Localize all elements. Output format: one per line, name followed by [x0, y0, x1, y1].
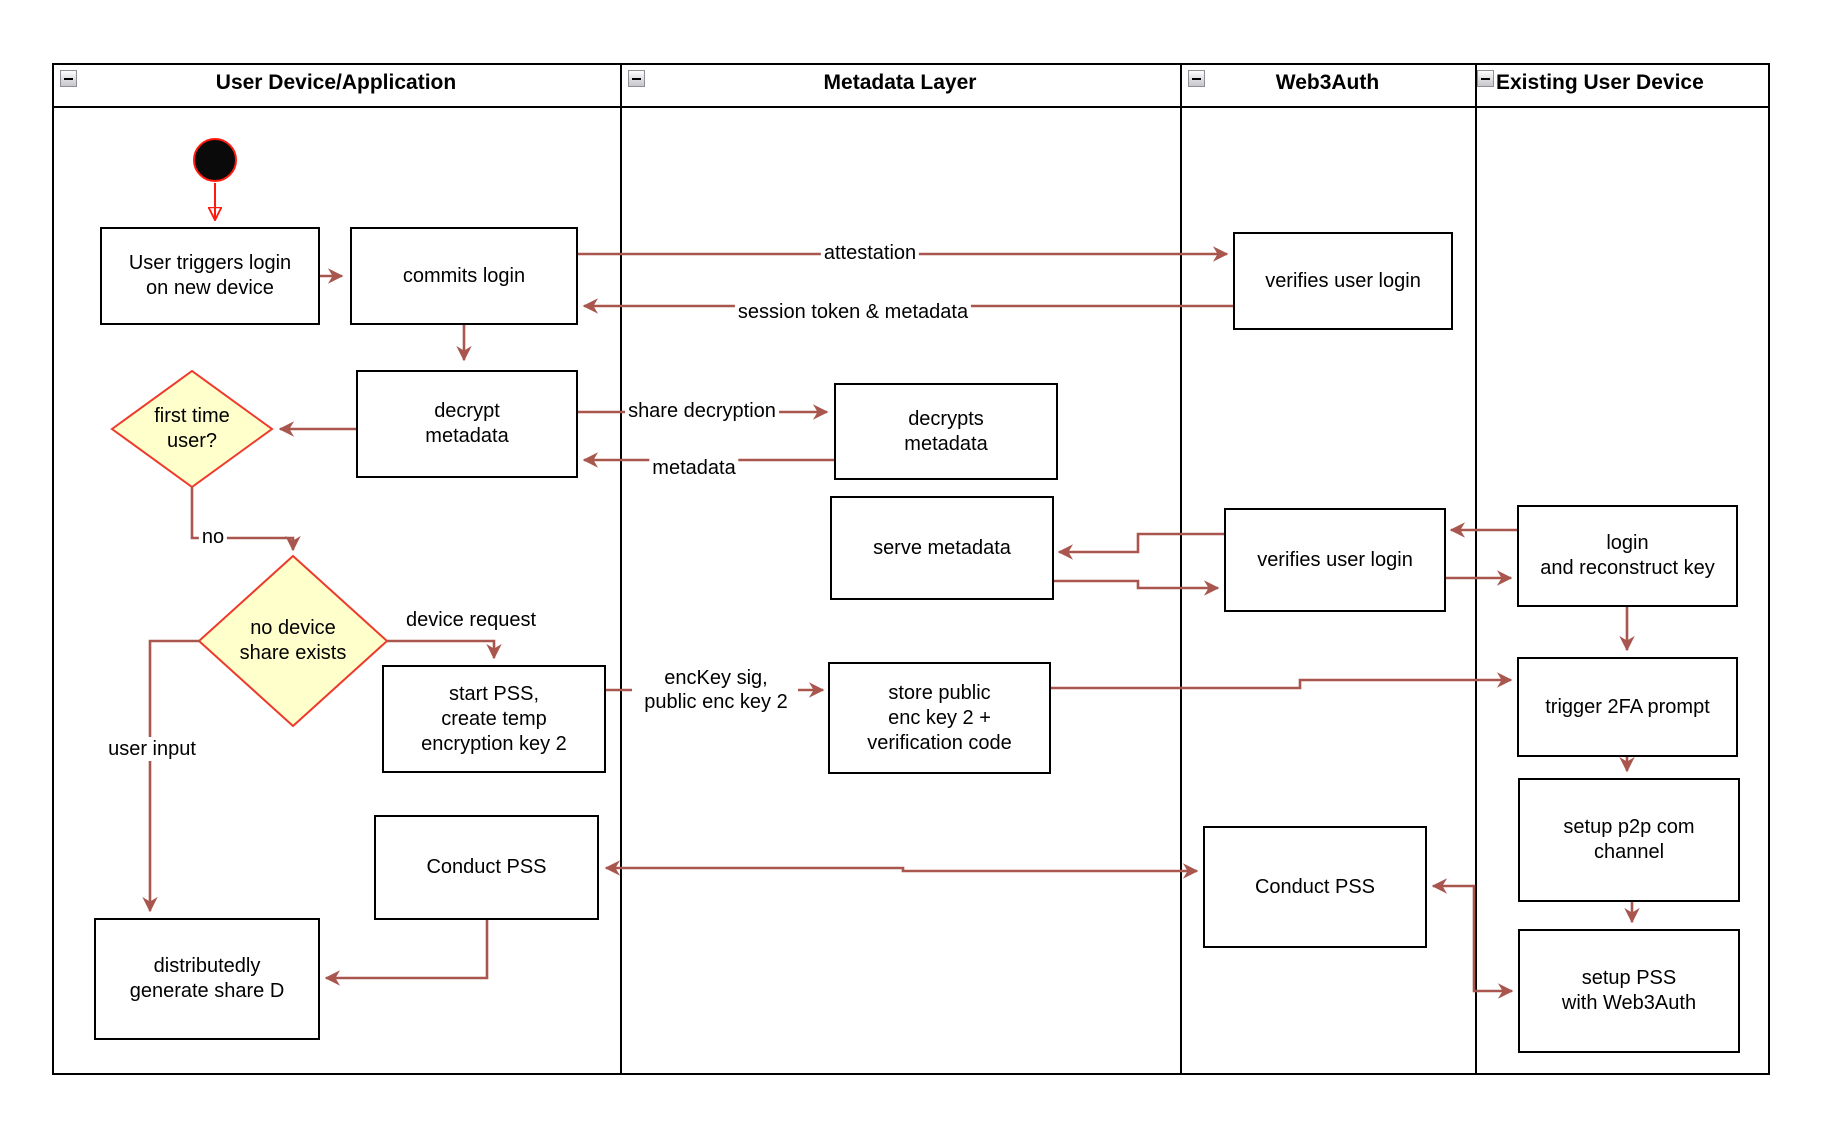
node-store-public-enc-key[interactable]: store public enc key 2 + verification co… — [828, 662, 1051, 774]
edge-label-share-decryption: share decryption — [625, 399, 779, 423]
edge-label-no: no — [198, 525, 228, 549]
node-start-pss[interactable]: start PSS, create temp encryption key 2 — [382, 665, 606, 773]
node-verifies-user-login-2[interactable]: verifies user login — [1224, 508, 1446, 612]
node-login-and-reconstruct-key[interactable]: login and reconstruct key — [1517, 505, 1738, 607]
edge-label-enckey-sig: encKey sig, public enc key 2 — [641, 666, 791, 714]
lane-divider-2 — [1180, 63, 1182, 1075]
collapse-lane-user-device-button[interactable] — [60, 70, 77, 87]
edge-label-attestation: attestation — [820, 241, 920, 265]
collapse-lane-metadata-button[interactable] — [628, 70, 645, 87]
edge-label-device-request: device request — [402, 608, 540, 632]
collapse-lane-web3auth-button[interactable] — [1188, 70, 1205, 87]
node-distributedly-generate-share[interactable]: distributedly generate share D — [94, 918, 320, 1040]
lane-title-metadata-layer: Metadata Layer — [823, 71, 977, 94]
minus-icon — [1481, 77, 1490, 80]
decision-label-no-device-share: no device share exists — [239, 617, 347, 664]
minus-icon — [1192, 77, 1201, 80]
node-decrypt-metadata[interactable]: decrypt metadata — [356, 370, 578, 478]
node-conduct-pss-web3auth[interactable]: Conduct PSS — [1203, 826, 1427, 948]
lane-header-divider — [52, 106, 1770, 108]
edge-label-session-token: session token & metadata — [734, 300, 972, 324]
lane-divider-3 — [1475, 63, 1477, 1075]
minus-icon — [64, 77, 73, 80]
edge-label-metadata: metadata — [649, 456, 739, 480]
node-setup-p2p-channel[interactable]: setup p2p com channel — [1518, 778, 1740, 902]
lane-divider-1 — [620, 63, 622, 1075]
lane-title-web3auth: Web3Auth — [1275, 71, 1380, 94]
collapse-lane-existing-device-button[interactable] — [1477, 70, 1494, 87]
node-decrypts-metadata[interactable]: decrypts metadata — [834, 383, 1058, 480]
node-verifies-user-login-1[interactable]: verifies user login — [1233, 232, 1453, 330]
node-commits-login[interactable]: commits login — [350, 227, 578, 325]
lane-title-existing-user-device: Existing User Device — [1496, 71, 1704, 94]
lane-title-user-device: User Device/Application — [215, 71, 457, 94]
minus-icon — [632, 77, 641, 80]
node-user-triggers-login[interactable]: User triggers login on new device — [100, 227, 320, 325]
node-serve-metadata[interactable]: serve metadata — [830, 496, 1054, 600]
edge-label-user-input: user input — [105, 737, 199, 761]
decision-label-first-time-user: first time user? — [154, 405, 230, 452]
node-conduct-pss-device[interactable]: Conduct PSS — [374, 815, 599, 920]
node-setup-pss-web3auth[interactable]: setup PSS with Web3Auth — [1518, 929, 1740, 1053]
node-trigger-2fa-prompt[interactable]: trigger 2FA prompt — [1517, 657, 1738, 757]
diagram-border — [52, 63, 1770, 1075]
